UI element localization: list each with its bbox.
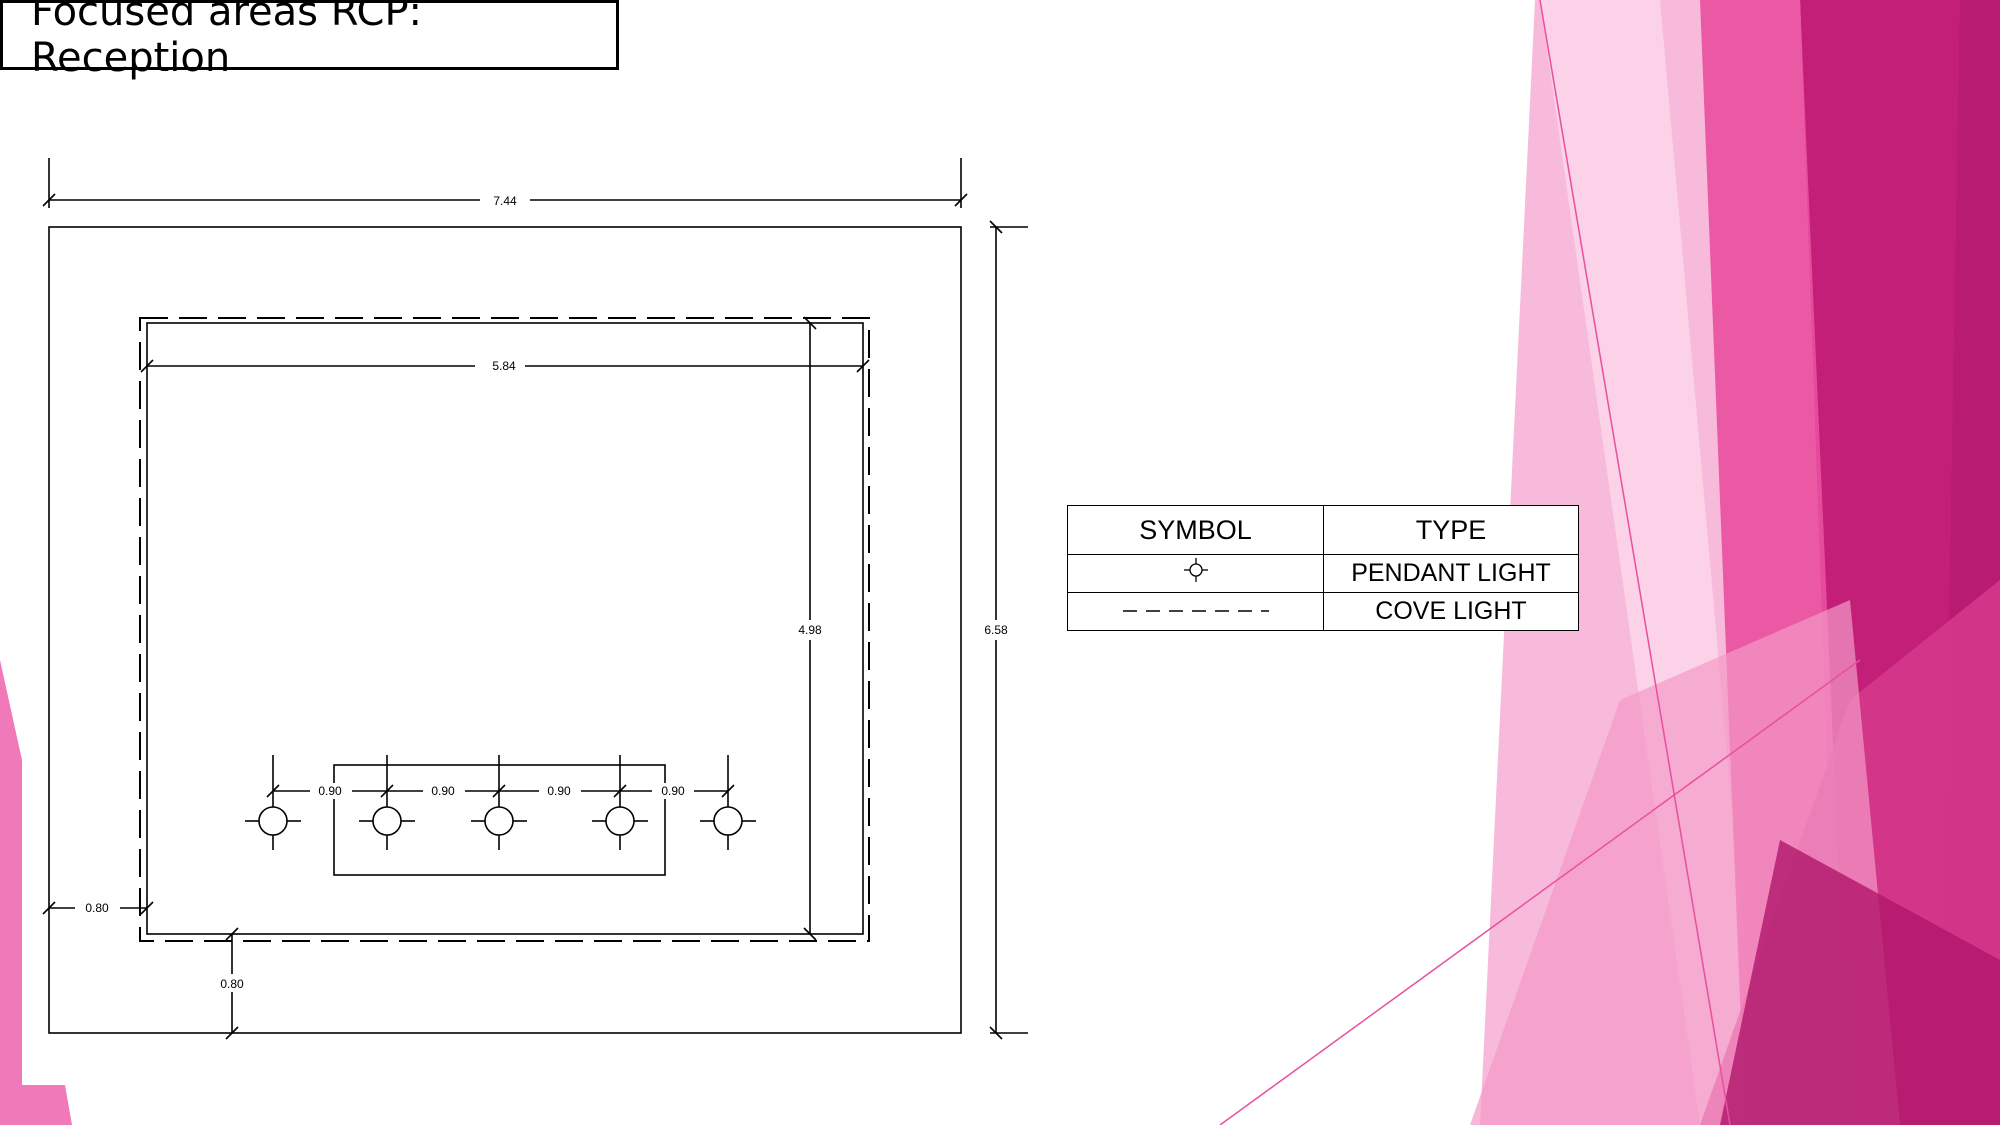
legend-header-type: TYPE xyxy=(1323,505,1579,555)
dim-side-offset: 0.80 xyxy=(85,901,109,915)
legend-symbol-cell xyxy=(1067,554,1324,593)
pendant-light-icon xyxy=(592,795,648,850)
cove-light-outline xyxy=(139,317,870,942)
dimension-labels: 7.44 6.58 5.84 4.98 0.80 0.80 0.90 0.90 … xyxy=(75,192,1011,992)
pendant-light-icon xyxy=(471,795,527,850)
dim-pendant-spacing-4: 0.90 xyxy=(661,784,685,798)
legend-header-symbol: SYMBOL xyxy=(1067,505,1324,555)
lighting-legend-table: SYMBOL TYPE PENDANT LIGHT COVE LIGHT xyxy=(1067,505,1579,631)
room-outline xyxy=(48,226,962,1034)
pendant-light-icon xyxy=(1183,558,1208,582)
dim-pendant-spacing-3: 0.90 xyxy=(547,784,571,798)
legend-type-cove: COVE LIGHT xyxy=(1323,592,1579,631)
dim-ceiling-width: 5.84 xyxy=(492,359,516,373)
dim-ceiling-depth: 4.98 xyxy=(798,623,822,637)
legend-symbol-cell xyxy=(1067,592,1324,631)
pendant-light-icon xyxy=(245,795,301,850)
pendant-light-icon xyxy=(700,795,756,850)
dim-pendant-spacing-1: 0.90 xyxy=(318,784,342,798)
dim-overall-width: 7.44 xyxy=(493,194,517,208)
dim-pendant-spacing-2: 0.90 xyxy=(431,784,455,798)
dim-bottom-offset: 0.80 xyxy=(220,977,244,991)
pendant-lights xyxy=(245,795,756,850)
pendant-light-icon xyxy=(359,795,415,850)
cove-light-icon xyxy=(1122,610,1269,612)
legend-type-pendant: PENDANT LIGHT xyxy=(1323,554,1579,593)
false-ceiling-outline xyxy=(146,322,864,935)
dim-overall-depth: 6.58 xyxy=(984,623,1008,637)
